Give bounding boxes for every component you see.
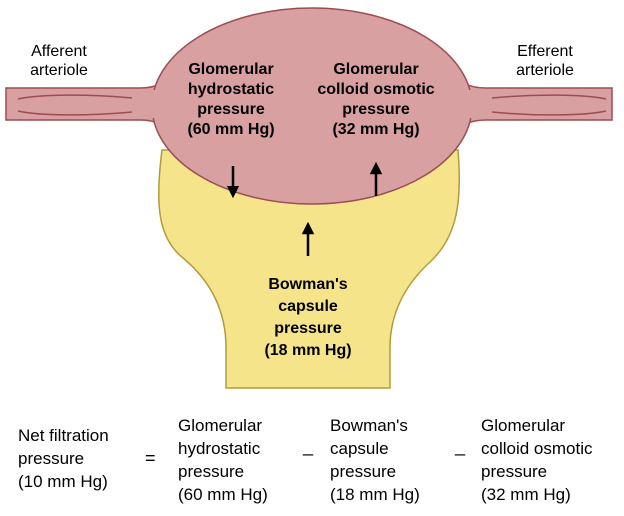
minus-sign-2: _ xyxy=(455,436,466,456)
filtration-diagram xyxy=(5,7,613,389)
bowmans-capsule xyxy=(157,149,461,389)
efferent-lumen xyxy=(491,94,607,116)
equals-sign: = xyxy=(145,448,156,468)
afferent-lumen xyxy=(17,94,133,116)
minus-sign-1: _ xyxy=(303,436,314,456)
